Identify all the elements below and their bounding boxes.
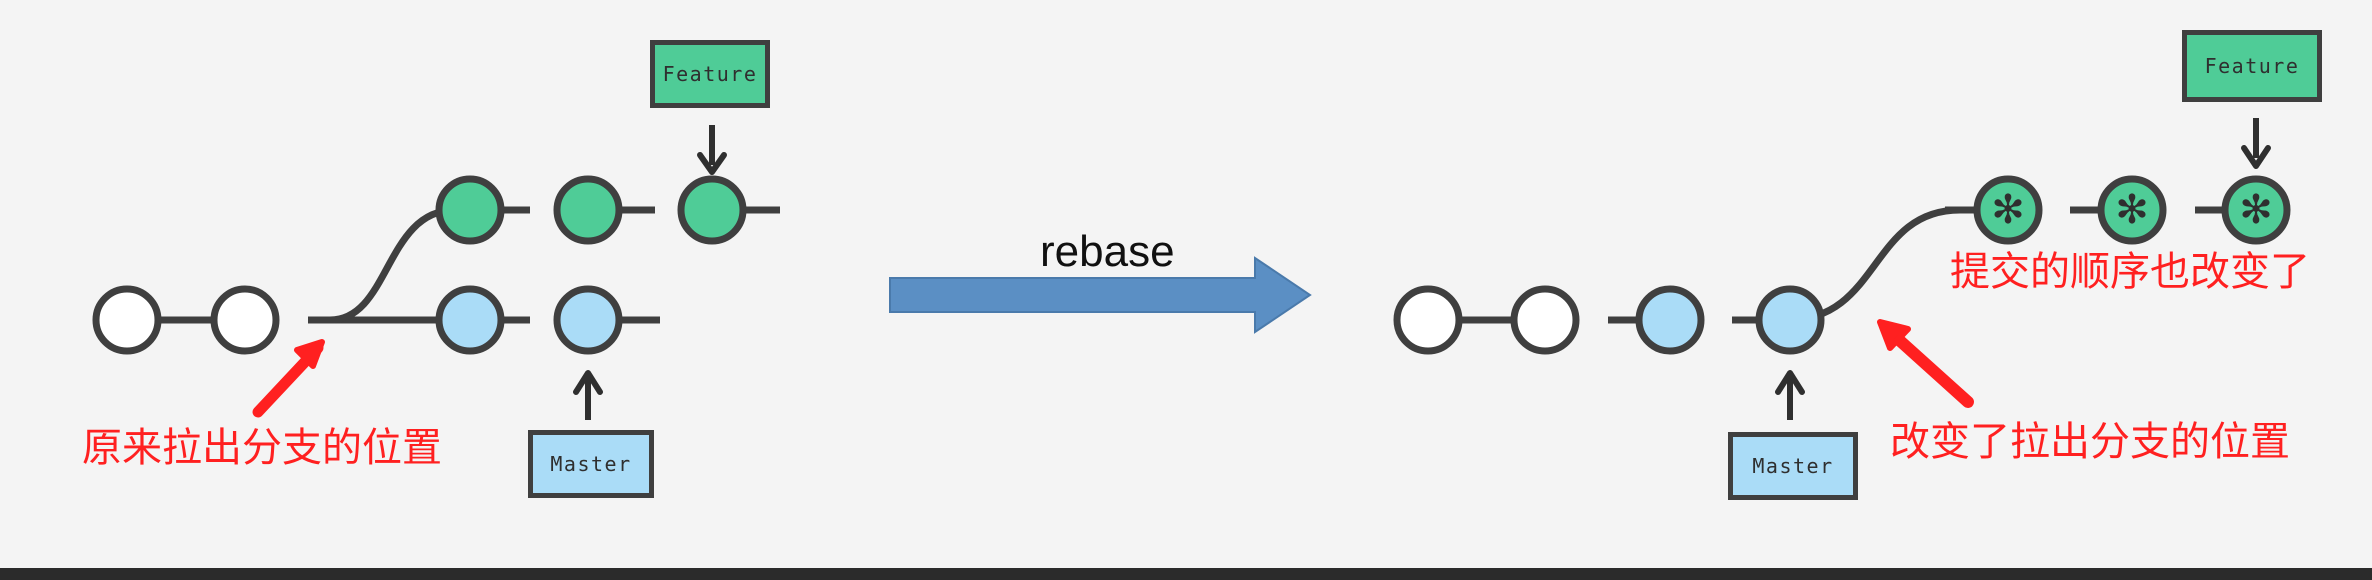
left-master-label-text: Master	[550, 452, 632, 476]
left-feature-label-text: Feature	[662, 62, 758, 86]
right-node-f3-glyph: ✻	[2239, 187, 2273, 233]
right-node-f1-glyph: ✻	[1991, 187, 2025, 233]
left-annotation-text: 原来拉出分支的位置	[82, 425, 442, 471]
left-master-label-box[interactable]: Master	[528, 430, 654, 498]
right-commit-node-m2[interactable]	[1510, 285, 1580, 355]
right-master-label-box[interactable]: Master	[1728, 432, 1858, 500]
right-commit-node-m4[interactable]	[1755, 285, 1825, 355]
right-feature-label-box[interactable]: Feature	[2182, 30, 2322, 102]
right-feature-pointer-arrow	[2241, 118, 2271, 169]
right-master-pointer-arrow	[1775, 370, 1805, 420]
right-annotation-top-text: 提交的顺序也改变了	[1950, 249, 2310, 295]
rebase-label: rebase	[1040, 227, 1175, 276]
right-commit-node-f2[interactable]: ✻	[2097, 175, 2167, 245]
rebase-transform-arrow	[889, 256, 1312, 334]
right-diagram-group: ✻ ✻ ✻	[1393, 118, 2291, 420]
left-feature-pointer-arrow	[697, 125, 727, 175]
right-feature-label-text: Feature	[2204, 54, 2300, 78]
right-commit-node-m3[interactable]	[1635, 285, 1705, 355]
right-master-label-text: Master	[1752, 454, 1834, 478]
left-commit-node-m2[interactable]	[210, 285, 280, 355]
left-branch-curve	[329, 206, 456, 324]
left-diagram-group	[92, 125, 780, 420]
left-commit-node-f3[interactable]	[677, 175, 747, 245]
left-commit-node-m3[interactable]	[435, 285, 505, 355]
left-master-pointer-arrow	[573, 370, 603, 420]
left-commit-node-m1[interactable]	[92, 285, 162, 355]
bottom-border-bar	[0, 568, 2372, 580]
left-commit-node-f1[interactable]	[435, 175, 505, 245]
left-annotation-arrow	[252, 339, 325, 418]
right-annotation-arrow	[1877, 319, 1974, 408]
right-commit-node-f3[interactable]: ✻	[2221, 175, 2291, 245]
left-commit-node-m4[interactable]	[553, 285, 623, 355]
right-node-f2-glyph: ✻	[2115, 187, 2149, 233]
left-commit-node-f2[interactable]	[553, 175, 623, 245]
left-feature-label-box[interactable]: Feature	[650, 40, 770, 108]
right-commit-node-m1[interactable]	[1393, 285, 1463, 355]
right-commit-node-f1[interactable]: ✻	[1973, 175, 2043, 245]
right-annotation-bottom-text: 改变了拉出分支的位置	[1890, 419, 2290, 465]
